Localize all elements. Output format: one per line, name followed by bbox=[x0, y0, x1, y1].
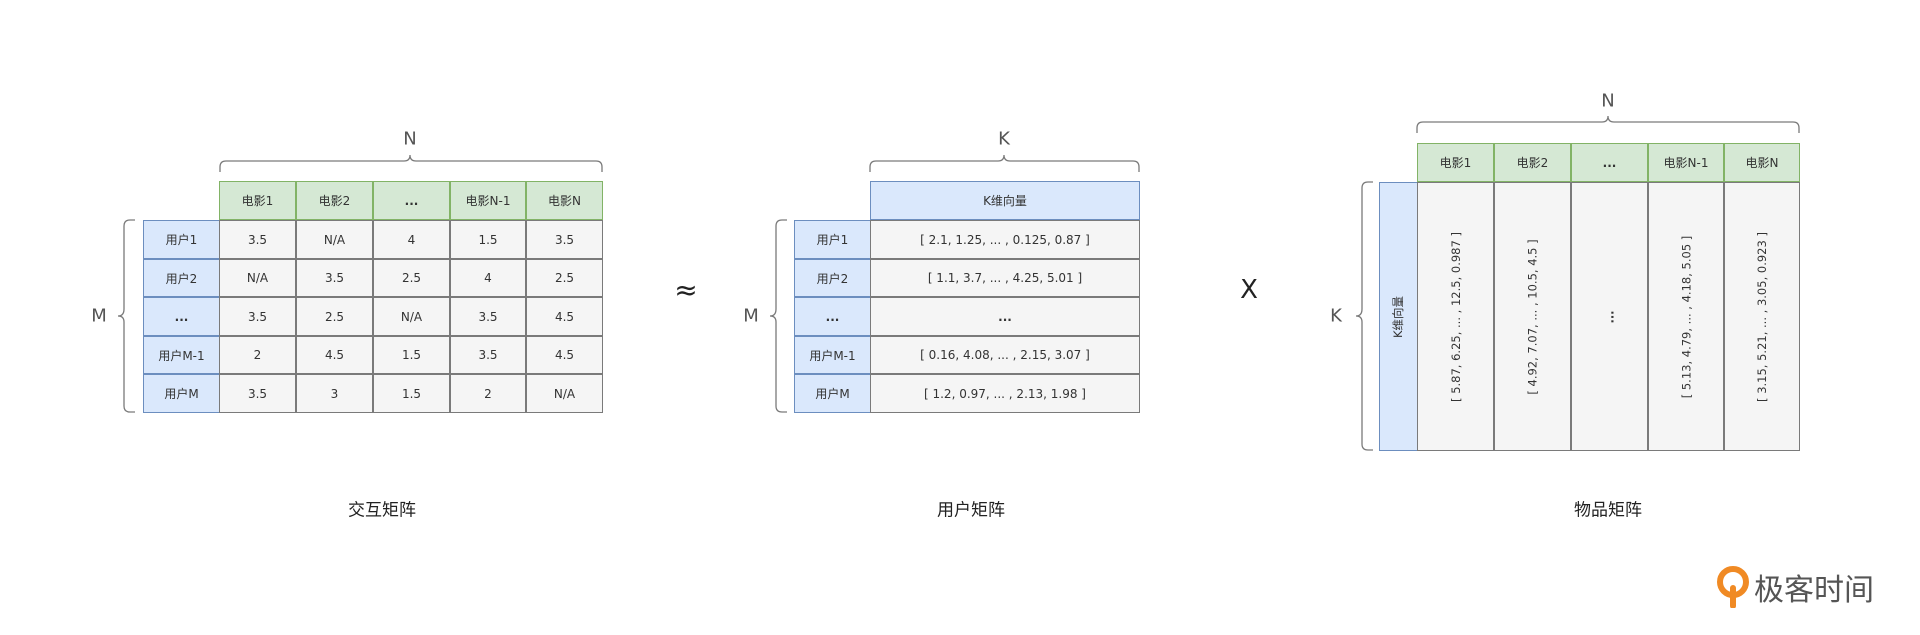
interaction-row-header: 用户2 bbox=[143, 259, 220, 297]
rating-cell: 3.5 bbox=[219, 297, 296, 336]
item-vector-cell: [ 3.15, 5.21, ... , 3.05, 0.923 ] bbox=[1724, 182, 1800, 451]
user-row-header: 用户1 bbox=[794, 220, 871, 259]
rating-cell: 2.5 bbox=[296, 297, 373, 336]
geektime-logo-icon bbox=[1717, 566, 1749, 608]
item-vector-text: [ 5.87, 6.25, ... , 12.5, 0.987 ] bbox=[1448, 231, 1463, 402]
item-vector-cell: [ 5.87, 6.25, ... , 12.5, 0.987 ] bbox=[1417, 182, 1494, 451]
rating-cell: N/A bbox=[373, 297, 450, 336]
interaction-col-header: ... bbox=[373, 181, 450, 220]
item-matrix-caption: 物品矩阵 bbox=[1574, 500, 1642, 521]
user-vector-cell: ... bbox=[870, 297, 1140, 336]
item-vector-cell: [ 4.92, 7.07, ... , 10.5, 4.5 ] bbox=[1494, 182, 1571, 451]
item-col-header: 电影N-1 bbox=[1648, 143, 1724, 182]
rating-cell: N/A bbox=[219, 259, 296, 297]
item-n-brace bbox=[1416, 115, 1800, 133]
rating-cell: 1.5 bbox=[373, 336, 450, 374]
item-vector-header: K维向量 bbox=[1379, 182, 1418, 451]
rating-cell: 4.5 bbox=[296, 336, 373, 374]
user-vector-cell: [ 1.2, 0.97, ... , 2.13, 1.98 ] bbox=[870, 374, 1140, 413]
interaction-col-header: 电影1 bbox=[219, 181, 296, 220]
user-vector-cell: [ 1.1, 3.7, ... , 4.25, 5.01 ] bbox=[870, 259, 1140, 297]
user-k-label: K bbox=[998, 128, 1010, 150]
item-vector-text: [ 5.13, 4.79, ... , 4.18, 5.05 ] bbox=[1679, 235, 1694, 398]
multiply-symbol: X bbox=[1240, 275, 1258, 305]
rating-cell: 3.5 bbox=[450, 336, 526, 374]
interaction-row-header: ... bbox=[143, 297, 220, 336]
user-m-label: M bbox=[743, 305, 759, 327]
interaction-n-brace bbox=[219, 154, 603, 172]
item-n-label: N bbox=[1601, 90, 1615, 112]
interaction-n-label: N bbox=[403, 128, 417, 150]
user-row-header: ... bbox=[794, 297, 871, 336]
rating-cell: 3.5 bbox=[296, 259, 373, 297]
interaction-col-header: 电影2 bbox=[296, 181, 373, 220]
user-matrix-caption: 用户矩阵 bbox=[937, 500, 1005, 521]
interaction-col-header: 电影N-1 bbox=[450, 181, 526, 220]
user-row-header: 用户M-1 bbox=[794, 336, 871, 374]
interaction-col-header: 电影N bbox=[526, 181, 603, 220]
rating-cell: N/A bbox=[296, 220, 373, 259]
user-vector-cell: [ 2.1, 1.25, ... , 0.125, 0.87 ] bbox=[870, 220, 1140, 259]
item-vector-header-label: K维向量 bbox=[1391, 295, 1406, 338]
item-vector-text: ... bbox=[1602, 309, 1617, 324]
user-row-header: 用户M bbox=[794, 374, 871, 413]
logo-text: 极客时间 bbox=[1754, 573, 1874, 608]
rating-cell: 2.5 bbox=[526, 259, 603, 297]
rating-cell: N/A bbox=[526, 374, 603, 413]
item-vector-text: [ 3.15, 5.21, ... , 3.05, 0.923 ] bbox=[1755, 231, 1770, 402]
user-vector-header: K维向量 bbox=[870, 181, 1140, 220]
rating-cell: 4.5 bbox=[526, 297, 603, 336]
interaction-matrix-caption: 交互矩阵 bbox=[348, 500, 416, 521]
rating-cell: 3.5 bbox=[219, 220, 296, 259]
item-vector-text: [ 4.92, 7.07, ... , 10.5, 4.5 ] bbox=[1525, 238, 1540, 395]
rating-cell: 3.5 bbox=[526, 220, 603, 259]
rating-cell: 1.5 bbox=[373, 374, 450, 413]
item-vector-cell: ... bbox=[1571, 182, 1648, 451]
interaction-m-brace bbox=[117, 219, 135, 413]
rating-cell: 3 bbox=[296, 374, 373, 413]
interaction-row-header: 用户M bbox=[143, 374, 220, 413]
rating-cell: 2 bbox=[450, 374, 526, 413]
item-vector-cell: [ 5.13, 4.79, ... , 4.18, 5.05 ] bbox=[1648, 182, 1724, 451]
item-col-header: ... bbox=[1571, 143, 1648, 182]
rating-cell: 4 bbox=[373, 220, 450, 259]
rating-cell: 1.5 bbox=[450, 220, 526, 259]
rating-cell: 3.5 bbox=[219, 374, 296, 413]
item-col-header: 电影N bbox=[1724, 143, 1800, 182]
user-row-header: 用户2 bbox=[794, 259, 871, 297]
approx-symbol: ≈ bbox=[674, 273, 698, 307]
user-k-brace bbox=[869, 154, 1140, 172]
rating-cell: 3.5 bbox=[450, 297, 526, 336]
user-m-brace bbox=[769, 219, 787, 413]
interaction-row-header: 用户1 bbox=[143, 220, 220, 259]
rating-cell: 4.5 bbox=[526, 336, 603, 374]
interaction-row-header: 用户M-1 bbox=[143, 336, 220, 374]
rating-cell: 4 bbox=[450, 259, 526, 297]
item-k-label: K bbox=[1330, 305, 1342, 327]
user-vector-cell: [ 0.16, 4.08, ... , 2.15, 3.07 ] bbox=[870, 336, 1140, 374]
rating-cell: 2 bbox=[219, 336, 296, 374]
rating-cell: 2.5 bbox=[373, 259, 450, 297]
item-col-header: 电影1 bbox=[1417, 143, 1494, 182]
item-k-brace bbox=[1355, 181, 1373, 451]
interaction-m-label: M bbox=[91, 305, 107, 327]
item-col-header: 电影2 bbox=[1494, 143, 1571, 182]
geektime-logo: 极客时间 bbox=[1716, 565, 1874, 609]
